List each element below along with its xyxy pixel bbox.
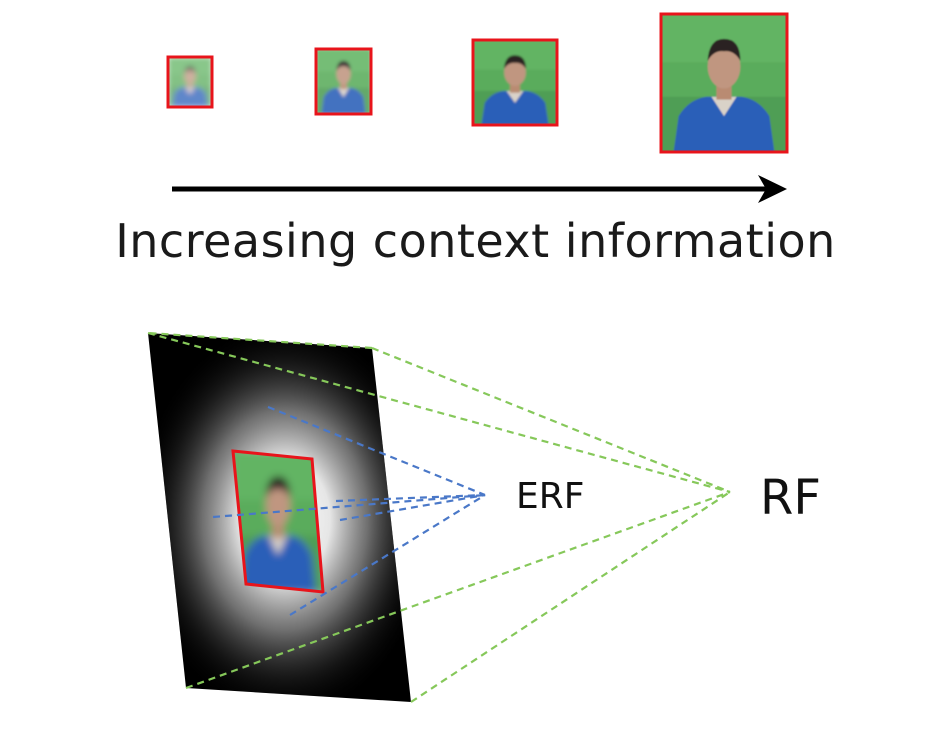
context-arrow (172, 175, 787, 203)
erf-projection-lines (212, 405, 486, 616)
context-thumbnail-1 (166, 55, 214, 109)
rf-label: RF (760, 470, 821, 526)
context-thumbnail-4 (659, 12, 789, 154)
context-thumbnail-3 (471, 38, 559, 127)
effective-receptive-field-image (231, 449, 325, 594)
erf-label: ERF (516, 476, 585, 517)
rf-projection-lines (147, 331, 731, 703)
context-thumbnail-2 (314, 47, 373, 116)
context-caption: Increasing context information (115, 214, 836, 268)
